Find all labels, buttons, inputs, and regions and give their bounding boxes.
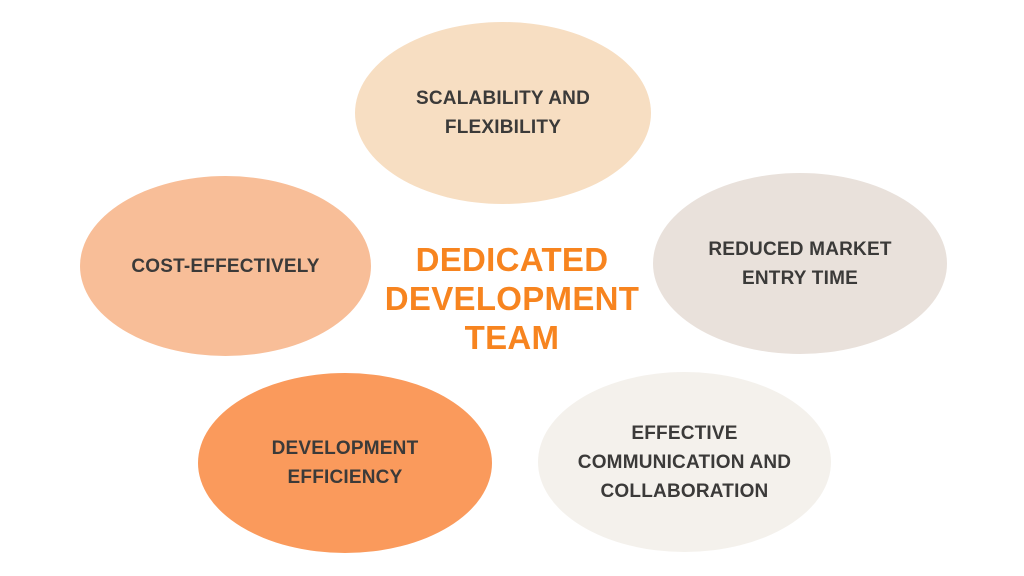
node-scalability-and-flexibility[interactable]: SCALABILITY AND FLEXIBILITY bbox=[355, 22, 651, 204]
center-title: DEDICATED DEVELOPMENT TEAM bbox=[384, 241, 640, 356]
node-reduced-market-entry-time[interactable]: REDUCED MARKET ENTRY TIME bbox=[653, 173, 947, 354]
node-market-label: REDUCED MARKET ENTRY TIME bbox=[708, 238, 892, 289]
node-effective-communication-and-collaboration[interactable]: EFFECTIVE COMMUNICATION AND COLLABORATIO… bbox=[538, 372, 831, 552]
node-development-efficiency[interactable]: DEVELOPMENT EFFICIENCY bbox=[198, 373, 492, 553]
node-scalability-label: SCALABILITY AND FLEXIBILITY bbox=[416, 88, 590, 138]
node-efficiency-label: DEVELOPMENT EFFICIENCY bbox=[271, 438, 419, 488]
node-cost-effectively[interactable]: COST-EFFECTIVELY bbox=[80, 176, 371, 356]
node-cost-label: COST-EFFECTIVELY bbox=[131, 255, 320, 277]
node-communication-label: EFFECTIVE COMMUNICATION AND COLLABORATIO… bbox=[577, 422, 792, 502]
